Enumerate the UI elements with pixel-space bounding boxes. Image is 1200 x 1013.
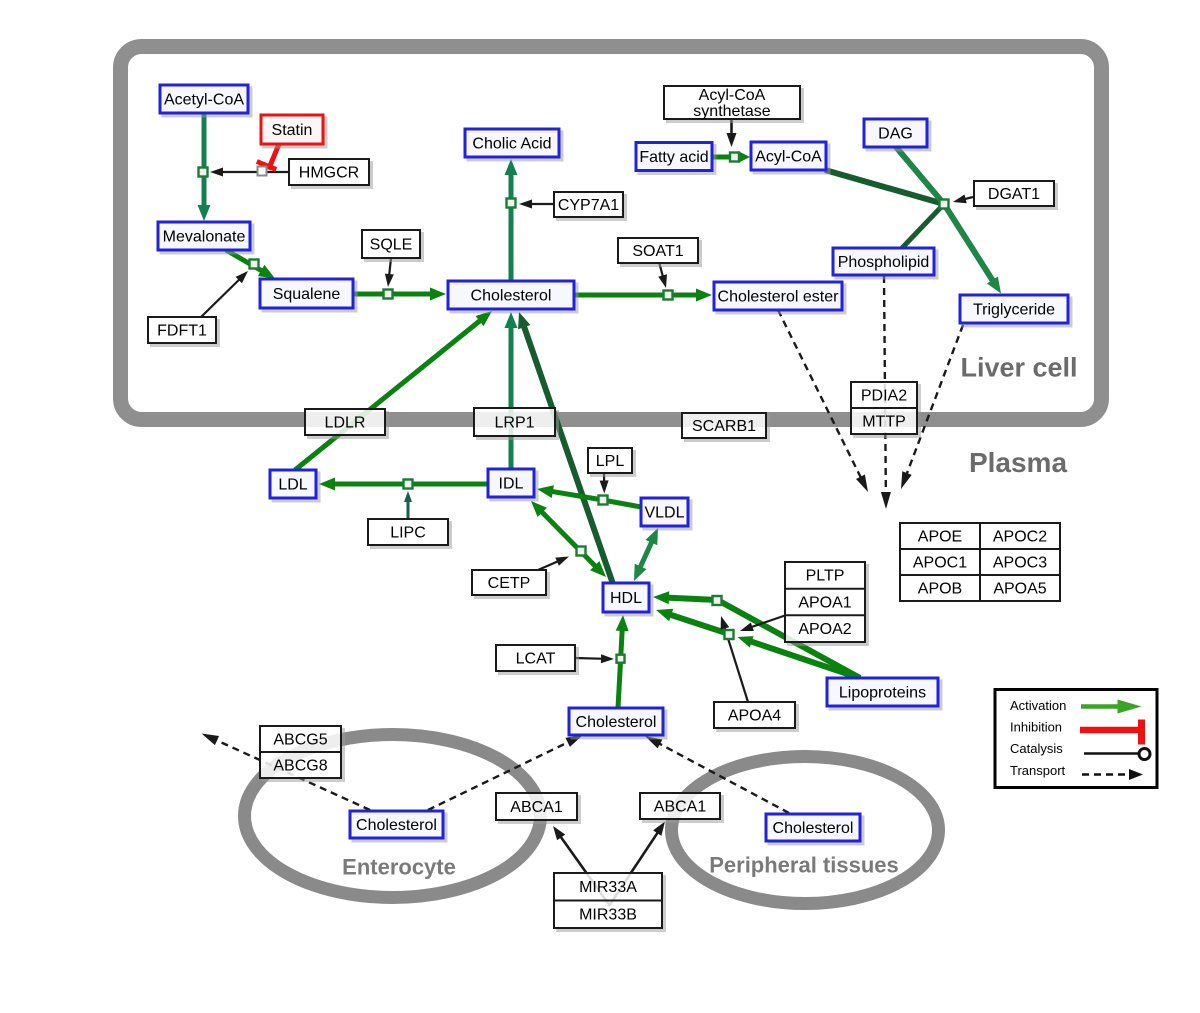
svg-text:Enterocyte: Enterocyte xyxy=(342,855,456,880)
svg-text:MTTP: MTTP xyxy=(862,414,906,431)
svg-text:Acetyl-CoA: Acetyl-CoA xyxy=(164,92,244,109)
svg-text:Phospholipid: Phospholipid xyxy=(838,254,930,271)
svg-text:Cholesterol: Cholesterol xyxy=(471,288,552,305)
svg-text:ABCA1: ABCA1 xyxy=(510,799,563,816)
svg-text:APOC2: APOC2 xyxy=(993,529,1047,546)
svg-text:ABCG8: ABCG8 xyxy=(273,758,327,775)
svg-text:DGAT1: DGAT1 xyxy=(988,186,1040,203)
svg-text:LRP1: LRP1 xyxy=(494,415,534,432)
svg-text:Plasma: Plasma xyxy=(969,447,1067,478)
svg-text:Fatty acid: Fatty acid xyxy=(639,149,708,166)
svg-text:APOA5: APOA5 xyxy=(993,581,1046,598)
svg-text:APOA1: APOA1 xyxy=(798,595,851,612)
svg-text:LDL: LDL xyxy=(278,477,307,494)
svg-text:Peripheral tissues: Peripheral tissues xyxy=(709,853,899,878)
svg-text:SOAT1: SOAT1 xyxy=(632,243,683,260)
svg-text:Cholesterol ester: Cholesterol ester xyxy=(718,289,840,306)
svg-text:Acyl-CoA: Acyl-CoA xyxy=(699,87,766,104)
svg-text:Lipoproteins: Lipoproteins xyxy=(839,685,926,702)
svg-text:HDL: HDL xyxy=(610,590,642,607)
svg-text:Acyl-CoA: Acyl-CoA xyxy=(755,149,822,166)
svg-text:ABCA1: ABCA1 xyxy=(654,799,707,816)
svg-text:PLTP: PLTP xyxy=(806,568,845,585)
svg-text:SCARB1: SCARB1 xyxy=(692,418,756,435)
svg-text:Triglyceride: Triglyceride xyxy=(973,302,1055,319)
svg-text:HMGCR: HMGCR xyxy=(299,165,359,182)
svg-text:FDFT1: FDFT1 xyxy=(157,323,207,340)
svg-text:IDL: IDL xyxy=(499,476,524,493)
svg-text:Squalene: Squalene xyxy=(273,286,341,303)
svg-text:Cholic Acid: Cholic Acid xyxy=(472,136,551,153)
svg-text:PDIA2: PDIA2 xyxy=(861,388,907,405)
svg-text:APOA2: APOA2 xyxy=(798,621,851,638)
svg-text:APOA4: APOA4 xyxy=(728,708,781,725)
svg-text:LPL: LPL xyxy=(596,453,625,470)
svg-text:CYP7A1: CYP7A1 xyxy=(558,197,619,214)
svg-text:Inhibition: Inhibition xyxy=(1010,720,1062,735)
svg-text:SQLE: SQLE xyxy=(370,237,413,254)
svg-text:Cholesterol: Cholesterol xyxy=(356,817,437,834)
svg-text:MIR33A: MIR33A xyxy=(579,879,637,896)
svg-text:Liver cell: Liver cell xyxy=(960,352,1077,382)
svg-text:LIPC: LIPC xyxy=(390,525,426,542)
svg-text:synthetase: synthetase xyxy=(693,103,770,120)
svg-text:ABCG5: ABCG5 xyxy=(273,732,327,749)
svg-text:APOE: APOE xyxy=(918,529,962,546)
svg-text:Cholesterol: Cholesterol xyxy=(576,714,657,731)
svg-text:APOC3: APOC3 xyxy=(993,555,1047,572)
svg-text:LCAT: LCAT xyxy=(516,651,556,668)
svg-text:Mevalonate: Mevalonate xyxy=(163,229,246,246)
svg-text:MIR33B: MIR33B xyxy=(579,907,637,924)
svg-text:Activation: Activation xyxy=(1010,698,1066,713)
svg-text:APOC1: APOC1 xyxy=(913,555,967,572)
svg-text:Statin: Statin xyxy=(272,122,313,139)
svg-text:APOB: APOB xyxy=(918,581,962,598)
svg-text:Transport: Transport xyxy=(1010,763,1066,778)
svg-text:CETP: CETP xyxy=(488,575,531,592)
svg-text:DAG: DAG xyxy=(878,126,913,143)
svg-text:LDLR: LDLR xyxy=(325,415,366,432)
svg-text:VLDL: VLDL xyxy=(644,505,684,522)
svg-text:Catalysis: Catalysis xyxy=(1010,741,1063,756)
svg-text:Cholesterol: Cholesterol xyxy=(773,820,854,837)
